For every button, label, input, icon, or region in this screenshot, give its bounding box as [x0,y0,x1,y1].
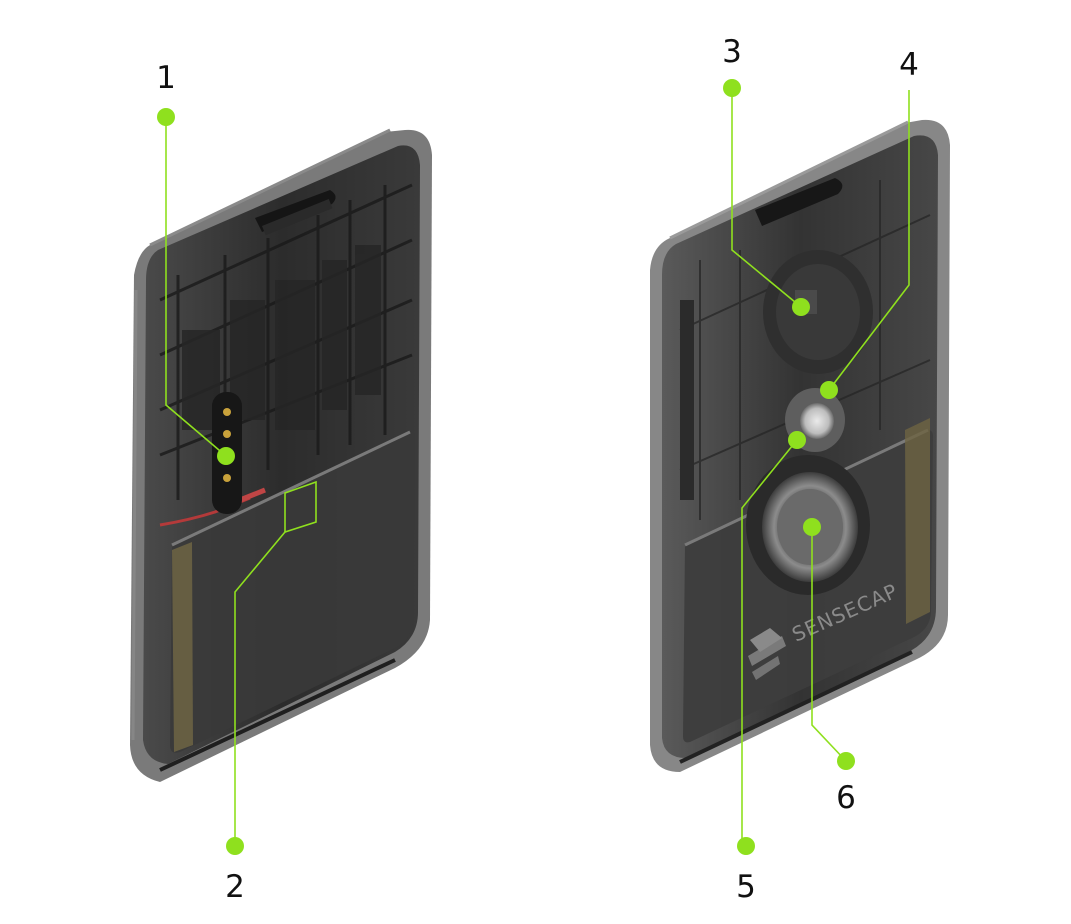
callout-6-target-dot [803,518,821,536]
callout-1-target-dot [217,447,235,465]
left-top-edge [149,128,391,247]
callout-5-dot [737,837,755,855]
callout-2: 2 [225,480,317,905]
right-bottom-edge [679,650,913,764]
right-upper-disc-inner [776,264,860,360]
callout-3-label: 3 [722,34,742,70]
right-side-strip [680,300,694,500]
right-flex-strip [905,418,930,624]
callout-5-target-dot [788,431,806,449]
callout-1: 1 [156,60,235,465]
left-battery-wire-2 [239,487,266,503]
callout-5-label: 5 [736,869,756,905]
sensecap-logo-icon [748,628,786,680]
callout-5: 5 [736,431,806,905]
left-battery-wire [159,496,251,527]
left-battery-edge [171,430,411,547]
left-side-rail [131,289,138,741]
callout-4: 4 [820,47,919,399]
callout-3-dot [723,79,741,97]
left-slot-ridge [262,199,333,236]
right-top-slot [755,178,843,226]
callout-3-target-dot [792,298,810,316]
right-button [800,403,834,439]
callout-2-box [284,480,317,534]
callout-4-target-dot [820,381,838,399]
callout-6-label: 6 [836,780,856,816]
callout-2-dot [226,837,244,855]
callout-1-leader [165,117,227,457]
left-flex-strip [172,542,193,752]
callout-1-label: 1 [156,60,176,96]
callout-2-label: 2 [225,869,245,905]
left-internal-cells [182,245,381,430]
device-left [130,128,432,782]
callout-2-leader [234,531,286,845]
callout-6: 6 [803,518,856,816]
left-battery [170,432,415,753]
left-bottom-edge [159,658,396,772]
right-top-edge [669,120,909,240]
callout-6-leader [811,527,846,761]
callout-3-leader [731,88,802,308]
callout-6-dot [837,752,855,770]
callout-1-dot [157,108,175,126]
callout-4-label: 4 [899,47,919,83]
callout-5-leader [741,439,798,845]
callouts: 1 2 3 4 5 [156,34,919,905]
callout-3: 3 [722,34,810,316]
callout-4-leader [828,90,910,391]
